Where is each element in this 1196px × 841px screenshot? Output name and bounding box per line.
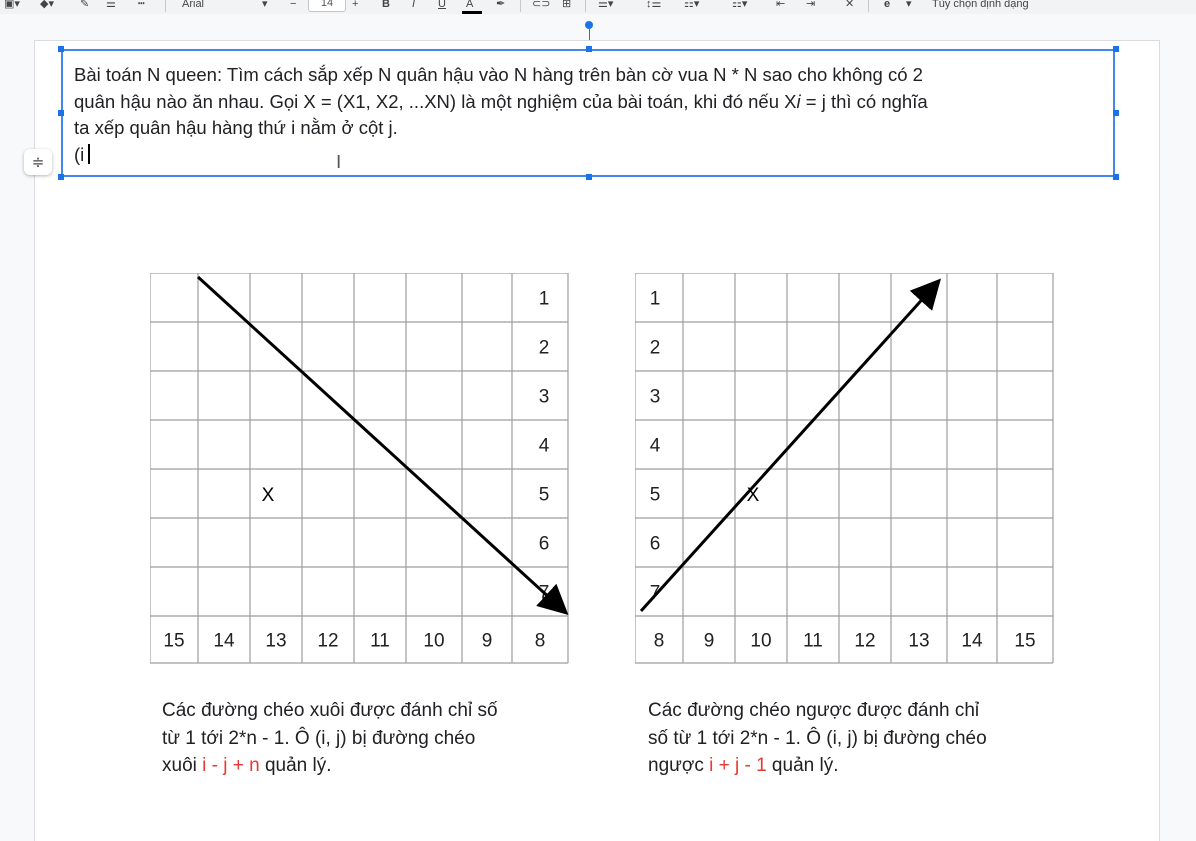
- right-row-label: 1: [650, 289, 661, 310]
- text-line-2: quân hậu nào ăn nhau. Gọi X = (X1, X2, .…: [74, 90, 928, 112]
- left-row-label: 1: [539, 289, 550, 310]
- right-row-label: 4: [650, 436, 661, 457]
- right-bottom-label: 13: [908, 631, 929, 652]
- right-bottom-label: 8: [654, 631, 665, 652]
- resize-handle-bottom-left[interactable]: [58, 174, 64, 180]
- left-bottom-label: 10: [423, 631, 444, 652]
- bold-button[interactable]: B: [382, 0, 390, 10]
- resize-handle-top-right[interactable]: [1113, 46, 1119, 52]
- right-bottom-label: 15: [1014, 631, 1035, 652]
- font-size-decrease[interactable]: −: [290, 0, 297, 10]
- align-icon[interactable]: ☰▾: [598, 0, 614, 10]
- mouse-ibeam-cursor: I: [336, 152, 342, 173]
- left-caption: Các đường chéo xuôi được đánh chỉ số từ …: [162, 697, 498, 780]
- left-bottom-label: 14: [213, 631, 235, 652]
- left-bottom-label: 11: [370, 631, 390, 652]
- checklist-icon[interactable]: ☷▾: [684, 0, 700, 10]
- right-row-label: 2: [650, 338, 661, 359]
- right-row-label: 3: [650, 387, 661, 408]
- text-line-4: (i: [74, 142, 1104, 169]
- right-row-label: 6: [650, 534, 661, 555]
- left-bottom-label: 13: [265, 631, 286, 652]
- text-color-button[interactable]: A: [466, 0, 474, 10]
- border-dash-icon[interactable]: ┅: [138, 0, 145, 10]
- right-bottom-label: 11: [803, 631, 823, 652]
- paint-format-icon[interactable]: ◆▾: [40, 0, 54, 10]
- text-caret: [88, 143, 91, 164]
- line-spacing-icon[interactable]: ↕☰: [646, 0, 662, 10]
- right-row-label: 7: [650, 583, 661, 604]
- increase-indent-icon[interactable]: ⇥: [806, 0, 816, 10]
- resize-handle-bottom[interactable]: [586, 174, 592, 180]
- left-diagonal-arrow: [196, 275, 569, 616]
- text-line-1: Bài toán N queen: Tìm cách sắp xếp N quâ…: [74, 64, 923, 85]
- decrease-indent-icon[interactable]: ⇤: [776, 0, 786, 10]
- text-color-indicator: [462, 11, 482, 14]
- left-bottom-label: 12: [317, 631, 338, 652]
- text-line-3: ta xếp quân hậu hàng thứ i nằm ở cột j.: [74, 117, 398, 138]
- text-box-content[interactable]: Bài toán N queen: Tìm cách sắp xếp N quâ…: [74, 62, 1104, 168]
- ruler-guide-line: [589, 29, 590, 49]
- left-formula: i - j + n: [202, 755, 260, 776]
- underline-button[interactable]: U: [438, 0, 446, 10]
- clear-format-icon[interactable]: ✕: [845, 0, 855, 10]
- font-size-input[interactable]: 14: [308, 0, 346, 12]
- edit-mode-dropdown-icon[interactable]: ▾: [906, 0, 912, 10]
- left-row-label: 4: [539, 436, 550, 457]
- left-row-label: 6: [539, 534, 550, 555]
- drag-handle-icon[interactable]: ≑: [24, 149, 52, 175]
- edit-mode-button[interactable]: e: [884, 0, 891, 10]
- right-bottom-label: 9: [704, 631, 715, 652]
- font-dropdown-icon[interactable]: ▾: [262, 0, 268, 10]
- left-caption-line-2: từ 1 tới 2*n - 1. Ô (i, j) bị đường chéo: [162, 727, 476, 749]
- left-caption-line-1: Các đường chéo xuôi được đánh chỉ số: [162, 700, 498, 721]
- right-formula: i + j - 1: [709, 755, 767, 776]
- document-page: [34, 40, 1160, 841]
- left-caption-line-3: xuôi i - j + n quản lý.: [162, 755, 332, 776]
- comment-icon[interactable]: ⊞: [562, 0, 572, 10]
- left-bottom-label: 9: [482, 631, 493, 652]
- left-row-label: 3: [539, 387, 550, 408]
- left-grid-marker: X: [262, 485, 275, 506]
- right-caption: Các đường chéo ngược được đánh chỉ số từ…: [648, 697, 987, 780]
- font-select[interactable]: Arial: [182, 0, 205, 10]
- pen-icon[interactable]: ✎: [80, 0, 90, 10]
- left-bottom-label: 15: [163, 631, 184, 652]
- image-options-icon[interactable]: ▣▾: [4, 0, 20, 10]
- resize-handle-bottom-right[interactable]: [1113, 174, 1119, 180]
- resize-handle-left[interactable]: [58, 110, 64, 116]
- resize-handle-top-left[interactable]: [58, 46, 64, 52]
- italic-button[interactable]: I: [412, 0, 416, 10]
- left-bottom-label: 8: [535, 631, 546, 652]
- right-bottom-label: 10: [750, 631, 771, 652]
- highlight-icon[interactable]: ✒: [496, 0, 506, 10]
- resize-handle-right[interactable]: [1113, 110, 1119, 116]
- right-row-label: 5: [650, 485, 661, 506]
- left-row-label: 2: [539, 338, 550, 359]
- right-diagonal-arrow: [639, 278, 942, 613]
- format-options-button[interactable]: Tùy chọn định dạng: [932, 0, 1029, 10]
- link-icon[interactable]: ⊂⊃: [532, 0, 551, 10]
- ruler-indent-marker[interactable]: [585, 21, 593, 29]
- border-weight-icon[interactable]: ☰: [106, 0, 116, 10]
- numbered-list-icon[interactable]: ☷▾: [732, 0, 748, 10]
- right-caption-line-1: Các đường chéo ngược được đánh chỉ: [648, 700, 980, 721]
- toolbar: ▣▾ ◆▾ ✎ ☰ ┅ Arial ▾ − 14 + B I U A ✒ ⊂⊃ …: [0, 0, 1196, 14]
- left-row-label: 5: [539, 485, 550, 506]
- right-caption-line-3: ngược i + j - 1 quản lý.: [648, 755, 839, 776]
- font-size-increase[interactable]: +: [352, 0, 359, 10]
- right-caption-line-2: số từ 1 tới 2*n - 1. Ô (i, j) bị đường c…: [648, 727, 987, 749]
- right-bottom-label: 14: [961, 631, 983, 652]
- resize-handle-top[interactable]: [586, 46, 592, 52]
- right-bottom-label: 12: [854, 631, 875, 652]
